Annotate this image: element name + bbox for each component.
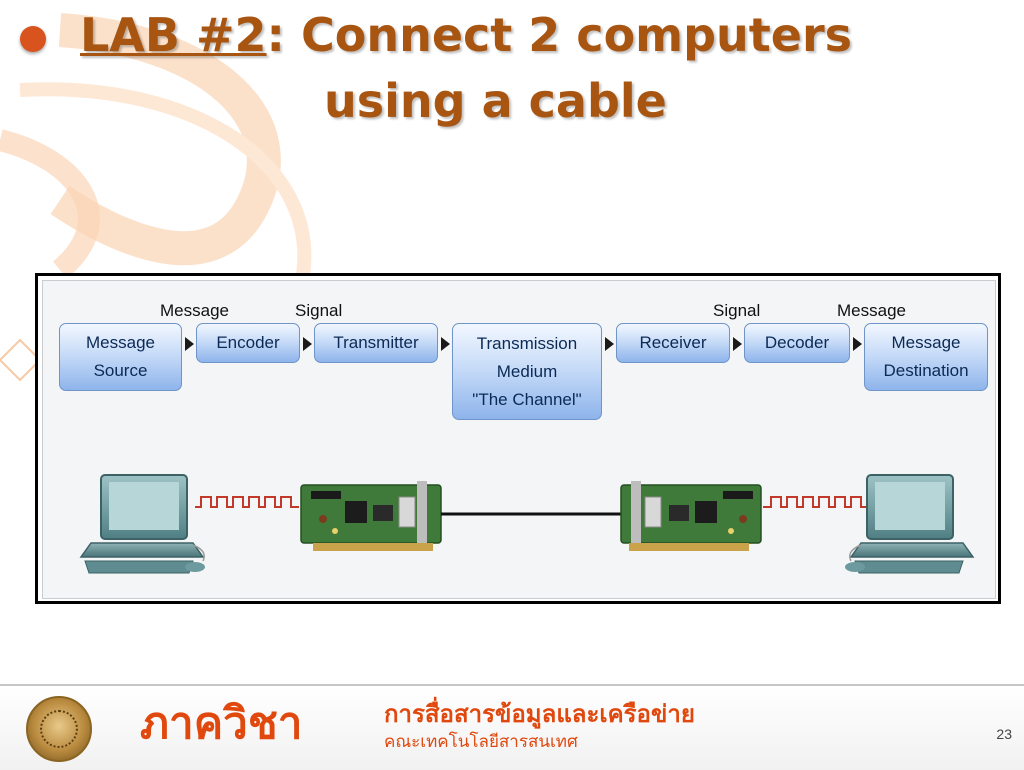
hardware-illustration <box>79 474 975 574</box>
block-text: Medium <box>496 361 558 381</box>
label-message-left: Message <box>160 301 229 320</box>
signal-wave-left <box>195 496 299 508</box>
block-text: Transmission <box>476 333 578 353</box>
network-card-icon-left <box>300 481 442 551</box>
communication-diagram: Message Signal Signal Message Message So… <box>35 273 1001 604</box>
department-subtitle: การสื่อสารข้อมูลและเครือข่าย <box>384 700 695 728</box>
block-text: Source <box>93 361 148 380</box>
block-text: Transmitter <box>333 333 419 352</box>
arrow-right <box>185 337 194 351</box>
block-transmission-medium: Transmission Medium "The Channel" <box>452 323 602 420</box>
network-card-icon-right <box>620 481 762 551</box>
title-bullet <box>20 26 46 52</box>
block-text: Destination <box>883 361 969 380</box>
department-name: ภาควิชา <box>140 698 303 749</box>
block-text: Encoder <box>216 333 280 352</box>
computer-icon-right <box>845 474 975 574</box>
diagram-panel: Message Signal Signal Message Message So… <box>42 280 996 599</box>
arrow-right <box>733 337 742 351</box>
arrow-right <box>605 337 614 351</box>
arrow-right <box>303 337 312 351</box>
arrow-right <box>441 337 450 351</box>
block-text: Message <box>86 333 155 352</box>
title-line-1: LAB #2: Connect 2 computers <box>80 2 980 68</box>
label-signal-left: Signal <box>295 301 343 320</box>
university-seal-icon <box>26 696 92 762</box>
faculty-name: คณะเทคโนโลยีสารสนเทศ <box>384 732 578 752</box>
block-receiver: Receiver <box>616 323 730 363</box>
decorative-swirl <box>0 13 312 382</box>
slide-footer: ภาควิชา การสื่อสารข้อมูลและเครือข่าย คณะ… <box>0 684 1024 770</box>
computer-icon-left <box>79 474 205 574</box>
slide-title: LAB #2: Connect 2 computers using a cabl… <box>80 2 980 134</box>
block-message-destination: Message Destination <box>864 323 988 391</box>
block-message-source: Message Source <box>59 323 182 391</box>
block-encoder: Encoder <box>196 323 300 363</box>
title-line-2: using a cable <box>324 74 667 128</box>
block-text: Decoder <box>764 333 830 352</box>
label-message-right: Message <box>837 301 906 320</box>
block-text: "The Channel" <box>472 389 582 409</box>
block-text: Message <box>891 333 961 352</box>
page-number: 23 <box>996 726 1012 742</box>
block-text: Receiver <box>639 333 707 352</box>
title-lab-link[interactable]: LAB #2 <box>80 8 267 62</box>
arrow-right <box>853 337 862 351</box>
title-line-1-rest: : Connect 2 computers <box>266 8 853 62</box>
label-signal-right: Signal <box>713 301 761 320</box>
block-transmitter: Transmitter <box>314 323 438 363</box>
signal-wave-right <box>763 496 867 508</box>
block-decoder: Decoder <box>744 323 850 363</box>
